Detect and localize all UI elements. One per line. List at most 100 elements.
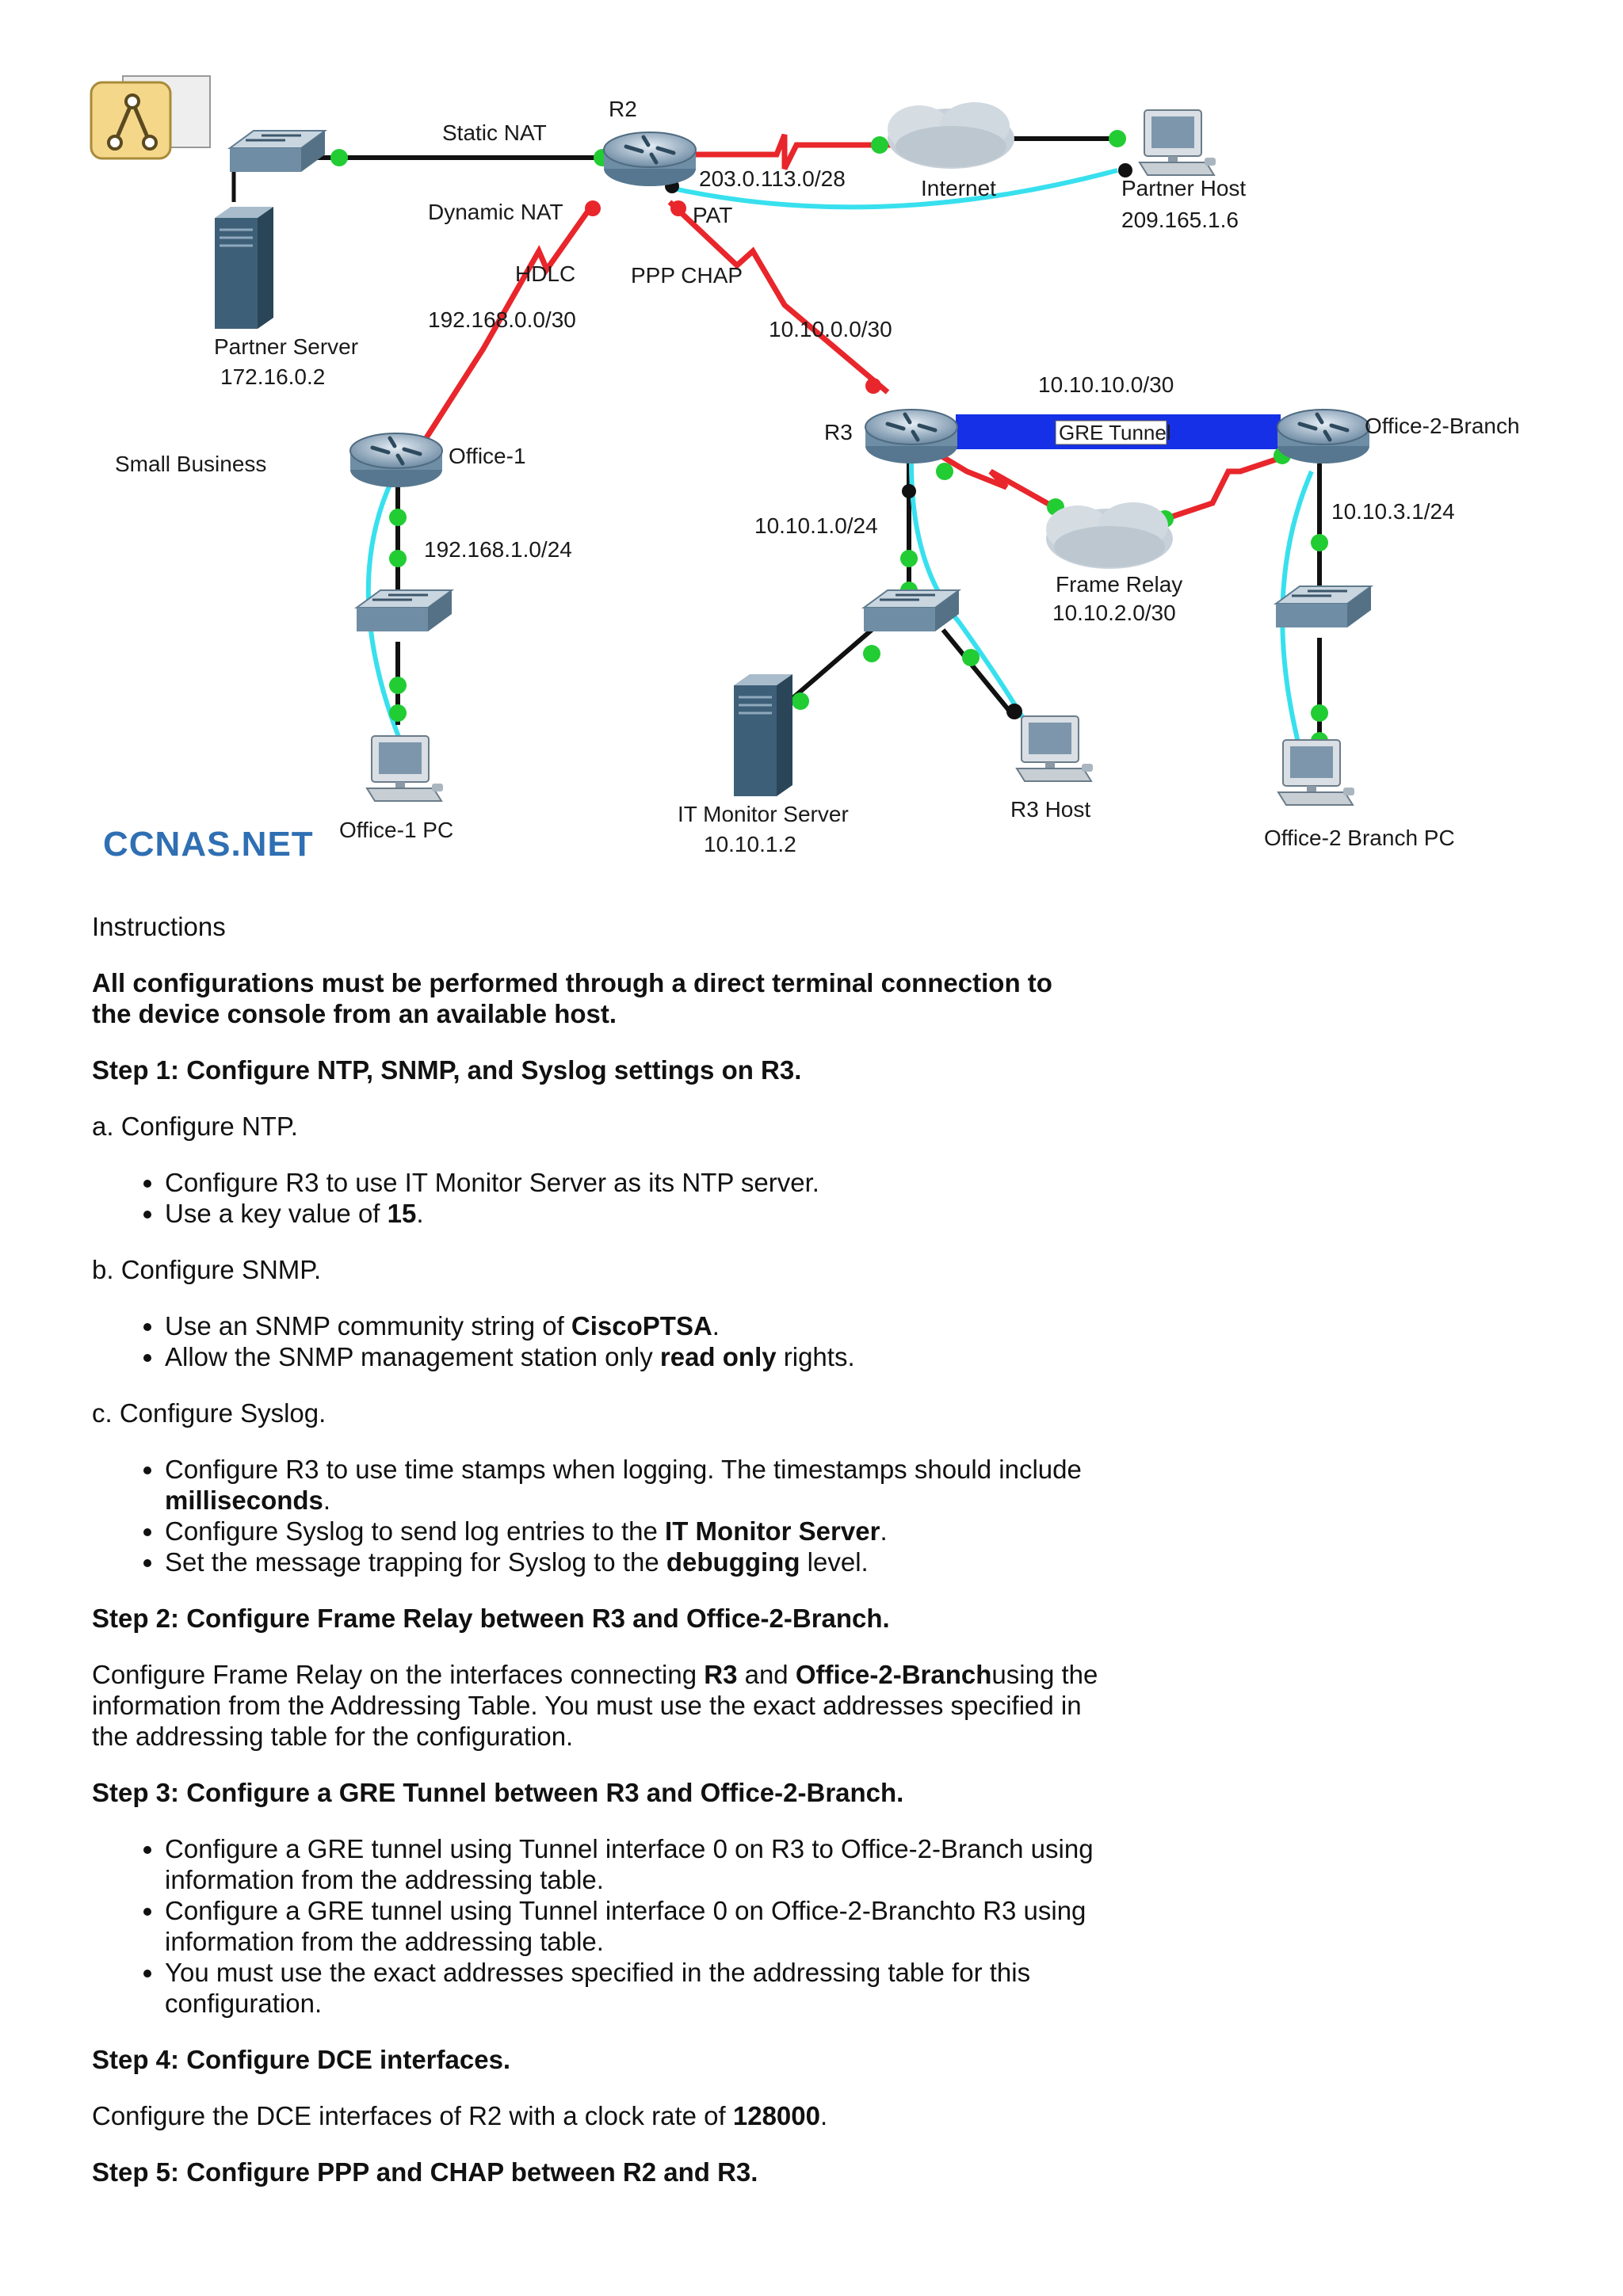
label-office2-branch: Office-2-Branch	[1365, 414, 1520, 438]
link-frame-relay-office2	[1163, 448, 1301, 522]
router-icon-office2[interactable]	[1277, 410, 1369, 463]
label-partner-server-ip: 172.16.0.2	[220, 364, 325, 389]
switch-icon-r3[interactable]	[862, 589, 960, 633]
network-topology-diagram: R2 Static NAT Dynamic NAT HDLC 192.168.0…	[90, 75, 1520, 864]
label-net-192-168-0: 192.168.0.0/30	[428, 307, 576, 332]
link-r2-office1	[418, 200, 597, 449]
list-item: Use a key value of 15.	[165, 1198, 1098, 1229]
list-item: You must use the exact addresses specifi…	[165, 1957, 1098, 2019]
console-r3-host	[909, 463, 1025, 719]
text-span: Use a key value of	[165, 1199, 388, 1228]
switch-icon-office2[interactable]	[1274, 585, 1373, 629]
label-office2-pc: Office-2 Branch PC	[1264, 826, 1455, 850]
link-r3-frame-relay	[926, 444, 1056, 510]
switch-icon-office1[interactable]	[355, 589, 453, 633]
gre-tunnel-label-box	[1055, 420, 1167, 445]
label-r2: R2	[609, 97, 637, 121]
router-icon-office1[interactable]	[350, 433, 442, 487]
label-net-10-10-0: 10.10.0.0/30	[769, 317, 892, 341]
text-span: .	[820, 2101, 828, 2130]
text-span: Use an SNMP community string of	[165, 1311, 571, 1341]
label-office1: Office-1	[449, 444, 526, 468]
bold-span: R3	[704, 1660, 738, 1689]
list-item: Configure Syslog to send log entries to …	[165, 1516, 1098, 1547]
step1c-list: Configure R3 to use time stamps when log…	[92, 1454, 1098, 1577]
step1-heading: Step 1: Configure NTP, SNMP, and Syslog …	[92, 1055, 802, 1085]
bold-span: IT Monitor Server	[665, 1516, 880, 1546]
label-r3-host: R3 Host	[1010, 797, 1090, 822]
pc-icon-office1[interactable]	[366, 735, 444, 802]
pc-icon-partner-host[interactable]	[1139, 109, 1216, 176]
text-span: .	[416, 1199, 424, 1228]
server-icon-it-monitor[interactable]	[732, 673, 794, 798]
step1a-label: a. Configure NTP.	[92, 1112, 298, 1141]
bold-span: milliseconds	[165, 1486, 323, 1515]
step4-text: Configure the DCE interfaces of R2 with …	[92, 2100, 1098, 2131]
cloud-icon-frame-relay[interactable]	[1046, 502, 1173, 569]
bold-span: 128000	[732, 2101, 820, 2130]
intro-text: All configurations must be performed thr…	[92, 968, 1052, 1028]
instructions-document: Instructions All configurations must be …	[92, 911, 1098, 2213]
label-frame-relay-net: 10.10.2.0/30	[1052, 601, 1176, 625]
label-it-monitor-server: IT Monitor Server	[678, 802, 849, 826]
text-span: Configure Syslog to send log entries to …	[165, 1516, 666, 1546]
pc-icon-r3-host[interactable]	[1016, 715, 1094, 782]
list-item: Allow the SNMP management station only r…	[165, 1341, 1098, 1372]
list-item: Set the message trapping for Syslog to t…	[165, 1547, 1098, 1577]
list-item: Configure a GRE tunnel using Tunnel inte…	[165, 1895, 1098, 1957]
instructions-heading: Instructions	[92, 912, 226, 941]
step1b-label: b. Configure SNMP.	[92, 1255, 322, 1284]
step5-heading: Step 5: Configure PPP and CHAP between R…	[92, 2157, 758, 2187]
label-internet: Internet	[921, 176, 996, 200]
label-small-business: Small Business	[115, 452, 266, 476]
label-static-nat: Static NAT	[442, 120, 547, 145]
label-net-10-10-3: 10.10.3.1/24	[1331, 499, 1455, 524]
label-office1-pc: Office-1 PC	[339, 818, 453, 842]
step1b-list: Use an SNMP community string of CiscoPTS…	[92, 1310, 1098, 1372]
label-partner-server: Partner Server	[214, 334, 358, 359]
switch-icon-partner[interactable]	[228, 129, 327, 174]
label-pat: PAT	[693, 203, 732, 227]
label-it-monitor-ip: 10.10.1.2	[704, 832, 796, 856]
label-ppp-chap: PPP CHAP	[631, 263, 743, 288]
server-icon-partner[interactable]	[213, 205, 275, 330]
text-span: Set the message trapping for Syslog to t…	[165, 1547, 666, 1577]
text-span: Configure the DCE interfaces of R2 with …	[92, 2101, 733, 2130]
list-item: Use an SNMP community string of CiscoPTS…	[165, 1310, 1098, 1341]
step4-heading: Step 4: Configure DCE interfaces.	[92, 2045, 511, 2074]
text-span: and	[737, 1660, 796, 1689]
label-hdlc: HDLC	[515, 261, 575, 286]
link-r2-r3	[667, 200, 890, 395]
step2-text: Configure Frame Relay on the interfaces …	[92, 1659, 1098, 1752]
text-span: Configure R3 to use time stamps when log…	[165, 1455, 1082, 1484]
label-gre-tunnel: GRE Tunnel	[1059, 421, 1171, 444]
bold-span: read only	[659, 1342, 777, 1371]
cloud-icon-internet[interactable]	[888, 102, 1014, 169]
step1a-list: Configure R3 to use IT Monitor Server as…	[92, 1167, 1098, 1229]
label-net-10-10-1: 10.10.1.0/24	[754, 513, 878, 538]
bold-span: CiscoPTSA	[571, 1311, 712, 1341]
step3-list: Configure a GRE tunnel using Tunnel inte…	[92, 1833, 1098, 2019]
link-r2-internet	[680, 133, 896, 170]
link-status-dots-red	[585, 200, 881, 394]
bold-span: debugging	[666, 1547, 800, 1577]
link-switch-r3-host	[941, 628, 1017, 719]
list-item: Configure R3 to use IT Monitor Server as…	[165, 1167, 1098, 1198]
label-r3: R3	[824, 420, 853, 444]
text-span: level.	[800, 1547, 869, 1577]
console-r2-partner-host	[669, 168, 1118, 210]
router-icon-r3[interactable]	[865, 410, 957, 463]
bold-span: 15	[387, 1199, 417, 1228]
router-icon-r2[interactable]	[604, 132, 696, 186]
bold-span: Office-2-Branch	[795, 1660, 992, 1689]
label-net-203: 203.0.113.0/28	[699, 166, 846, 191]
label-net-10-10-10: 10.10.10.0/30	[1038, 372, 1174, 397]
text-span: using the information from the Addressin…	[92, 1660, 1098, 1751]
list-item: Configure R3 to use time stamps when log…	[165, 1454, 1098, 1516]
text-span: .	[880, 1516, 888, 1546]
label-net-192-168-1: 192.168.1.0/24	[424, 537, 572, 562]
step1c-label: c. Configure Syslog.	[92, 1398, 327, 1428]
pc-icon-office2[interactable]	[1277, 739, 1355, 806]
label-dynamic-nat: Dynamic NAT	[428, 200, 563, 224]
list-item: Configure a GRE tunnel using Tunnel inte…	[165, 1833, 1098, 1895]
